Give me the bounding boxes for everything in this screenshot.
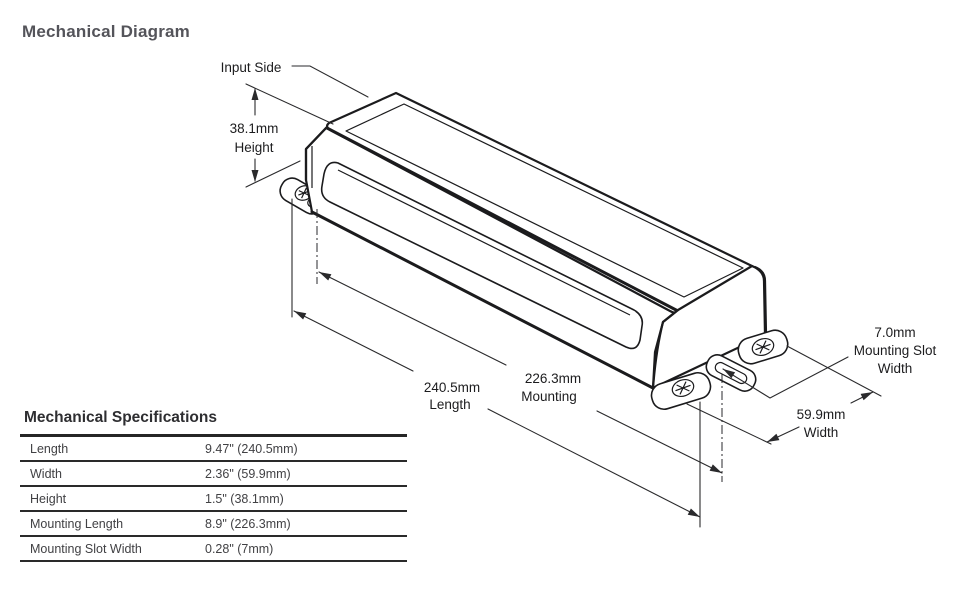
front-top-edge xyxy=(325,126,680,313)
table-row: Height 1.5" (38.1mm) xyxy=(20,487,407,512)
length-value: 240.5mm xyxy=(424,380,480,395)
spec-value: 2.36" (59.9mm) xyxy=(205,466,291,481)
spec-value: 0.28" (7mm) xyxy=(205,541,274,556)
side-recessed-panel xyxy=(320,161,644,350)
mounting-value: 226.3mm xyxy=(525,371,581,386)
height-label: Height xyxy=(234,140,273,155)
width-label: Width xyxy=(804,425,839,440)
mounting-length-dimension: 226.3mm Mounting xyxy=(316,209,723,482)
spec-value: 1.5" (38.1mm) xyxy=(205,491,284,506)
spec-label: Mounting Slot Width xyxy=(30,541,142,556)
length-dimension: 240.5mm Length xyxy=(291,198,701,528)
enclosure-isometric xyxy=(279,91,789,411)
top-face-inner-line xyxy=(345,103,744,298)
width-value: 59.9mm xyxy=(797,407,846,422)
input-side-label: Input Side xyxy=(221,60,282,75)
page-title: Mechanical Diagram xyxy=(22,22,190,41)
slot-width-value: 7.0mm xyxy=(874,325,915,340)
table-row: Mounting Slot Width 0.28" (7mm) xyxy=(20,537,407,562)
bottom-front-edge xyxy=(310,210,655,390)
input-side-leader-line xyxy=(291,65,369,98)
spec-label: Mounting Length xyxy=(30,516,124,531)
width-dimension: 59.9mm Width xyxy=(686,345,882,445)
slot-width-label-1: Mounting Slot xyxy=(854,343,937,358)
spec-table-title: Mechanical Specifications xyxy=(20,409,407,437)
height-dimension: 38.1mm Height xyxy=(230,83,334,188)
spec-label: Height xyxy=(30,491,67,506)
length-label: Length xyxy=(429,397,470,412)
height-value: 38.1mm xyxy=(230,121,279,136)
spec-label: Length xyxy=(30,441,69,456)
mounting-label: Mounting xyxy=(521,389,577,404)
table-row: Width 2.36" (59.9mm) xyxy=(20,462,407,487)
slot-width-label-2: Width xyxy=(878,361,913,376)
left-end-cap xyxy=(304,125,329,188)
dimension-annotations: Input Side 38.1mm Height 240.5mm Length xyxy=(221,60,937,528)
spec-value: 9.47" (240.5mm) xyxy=(205,441,298,456)
table-row: Length 9.47" (240.5mm) xyxy=(20,437,407,462)
mounting-slot-width-dimension: 7.0mm Mounting Slot Width xyxy=(722,325,937,399)
spec-value: 8.9" (226.3mm) xyxy=(205,516,291,531)
front-screw-icon xyxy=(671,378,695,398)
table-row: Mounting Length 8.9" (226.3mm) xyxy=(20,512,407,537)
spec-label: Width xyxy=(30,466,62,481)
back-screw-icon xyxy=(751,337,775,357)
mechanical-specifications-table: Mechanical Specifications Length 9.47" (… xyxy=(20,409,407,562)
